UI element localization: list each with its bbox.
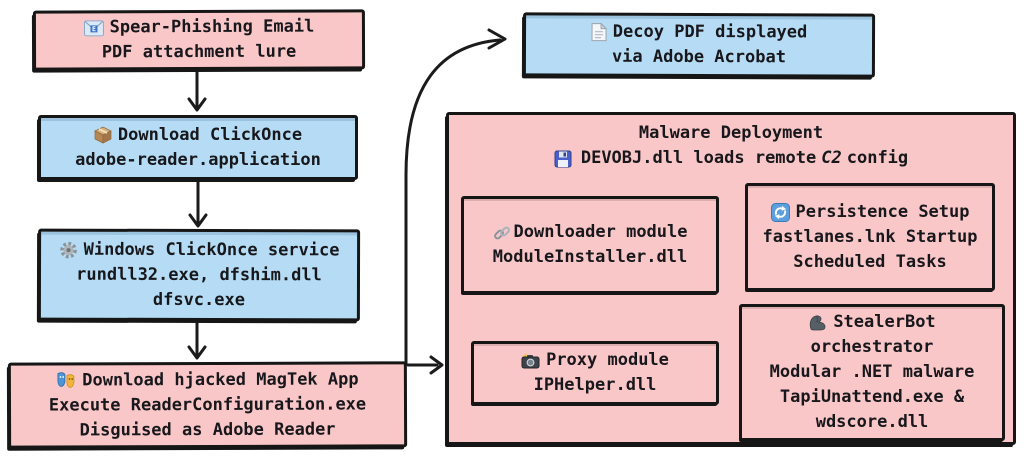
node-text: TapiUnattend.exe & bbox=[779, 387, 965, 407]
gear-icon bbox=[59, 240, 78, 259]
node-text: Proxy module bbox=[546, 350, 669, 370]
node-text: adobe-reader.application bbox=[75, 149, 321, 170]
node-text: Download ClickOnce bbox=[117, 124, 303, 145]
node-decoy-pdf: Decoy PDF displayed via Adobe Acrobat bbox=[522, 12, 876, 78]
email-icon: E bbox=[83, 19, 104, 36]
node-text: Modular .NET malware bbox=[769, 362, 975, 382]
node-clickonce-service: Windows ClickOnce service rundll32.exe, … bbox=[37, 228, 361, 322]
node-downloader-module: Downloader module ModuleInstaller.dll bbox=[461, 196, 719, 294]
node-text: PDF attachment lure bbox=[101, 41, 297, 63]
c2-label: C2 bbox=[821, 148, 842, 168]
node-text: Persistence Setup bbox=[795, 201, 970, 222]
node-text: Scheduled Tasks bbox=[793, 251, 947, 272]
node-text: rundll32.exe, dfshim.dll bbox=[76, 264, 322, 285]
node-text: Downloader module bbox=[513, 222, 688, 242]
node-text: wdscore.dll bbox=[815, 412, 929, 432]
theater-masks-icon bbox=[56, 371, 76, 389]
camera-icon bbox=[521, 353, 540, 369]
node-text: Disguised as Adobe Reader bbox=[79, 419, 336, 440]
node-text: StealerBot bbox=[833, 312, 936, 332]
node-text: Decoy PDF displayed bbox=[612, 21, 808, 43]
node-stealerbot: StealerBot orchestrator Modular .NET mal… bbox=[739, 304, 1005, 441]
node-proxy-module: Proxy module IPHelper.dll bbox=[471, 341, 719, 405]
node-text: ModuleInstaller.dll bbox=[492, 247, 688, 267]
node-text: via Adobe Acrobat bbox=[611, 46, 786, 68]
node-text: orchestrator bbox=[810, 337, 934, 357]
package-icon bbox=[94, 126, 112, 144]
node-text: Download hjacked MagTek App bbox=[82, 368, 359, 390]
node-text: IPHelper.dll bbox=[533, 375, 657, 395]
node-text: Windows ClickOnce service bbox=[83, 239, 340, 260]
node-text: Execute ReaderConfiguration.exe bbox=[48, 393, 367, 416]
node-text: Spear-Phishing Email bbox=[109, 16, 315, 38]
malware-deployment-title: Malware Deployment bbox=[638, 123, 824, 143]
floppy-disk-icon bbox=[554, 150, 572, 168]
document-icon bbox=[591, 22, 607, 42]
link-icon bbox=[493, 224, 511, 242]
node-text: fastlanes.lnk Startup bbox=[762, 226, 978, 247]
flexed-biceps-icon bbox=[808, 314, 827, 331]
node-text: dfsvc.exe bbox=[152, 289, 246, 310]
refresh-icon bbox=[770, 202, 790, 222]
node-malware-deployment: Malware Deployment DEVOBJ.dll loads remo… bbox=[446, 112, 1016, 445]
node-spear-phishing: E Spear-Phishing Email PDF attachment lu… bbox=[32, 9, 366, 71]
svg-text:E: E bbox=[92, 25, 96, 33]
node-download-clickonce: Download ClickOnce adobe-reader.applicat… bbox=[38, 115, 358, 180]
node-persistence-setup: Persistence Setup fastlanes.lnk Startup … bbox=[745, 183, 995, 291]
node-download-magtek: Download hjacked MagTek App Execute Read… bbox=[7, 361, 408, 449]
